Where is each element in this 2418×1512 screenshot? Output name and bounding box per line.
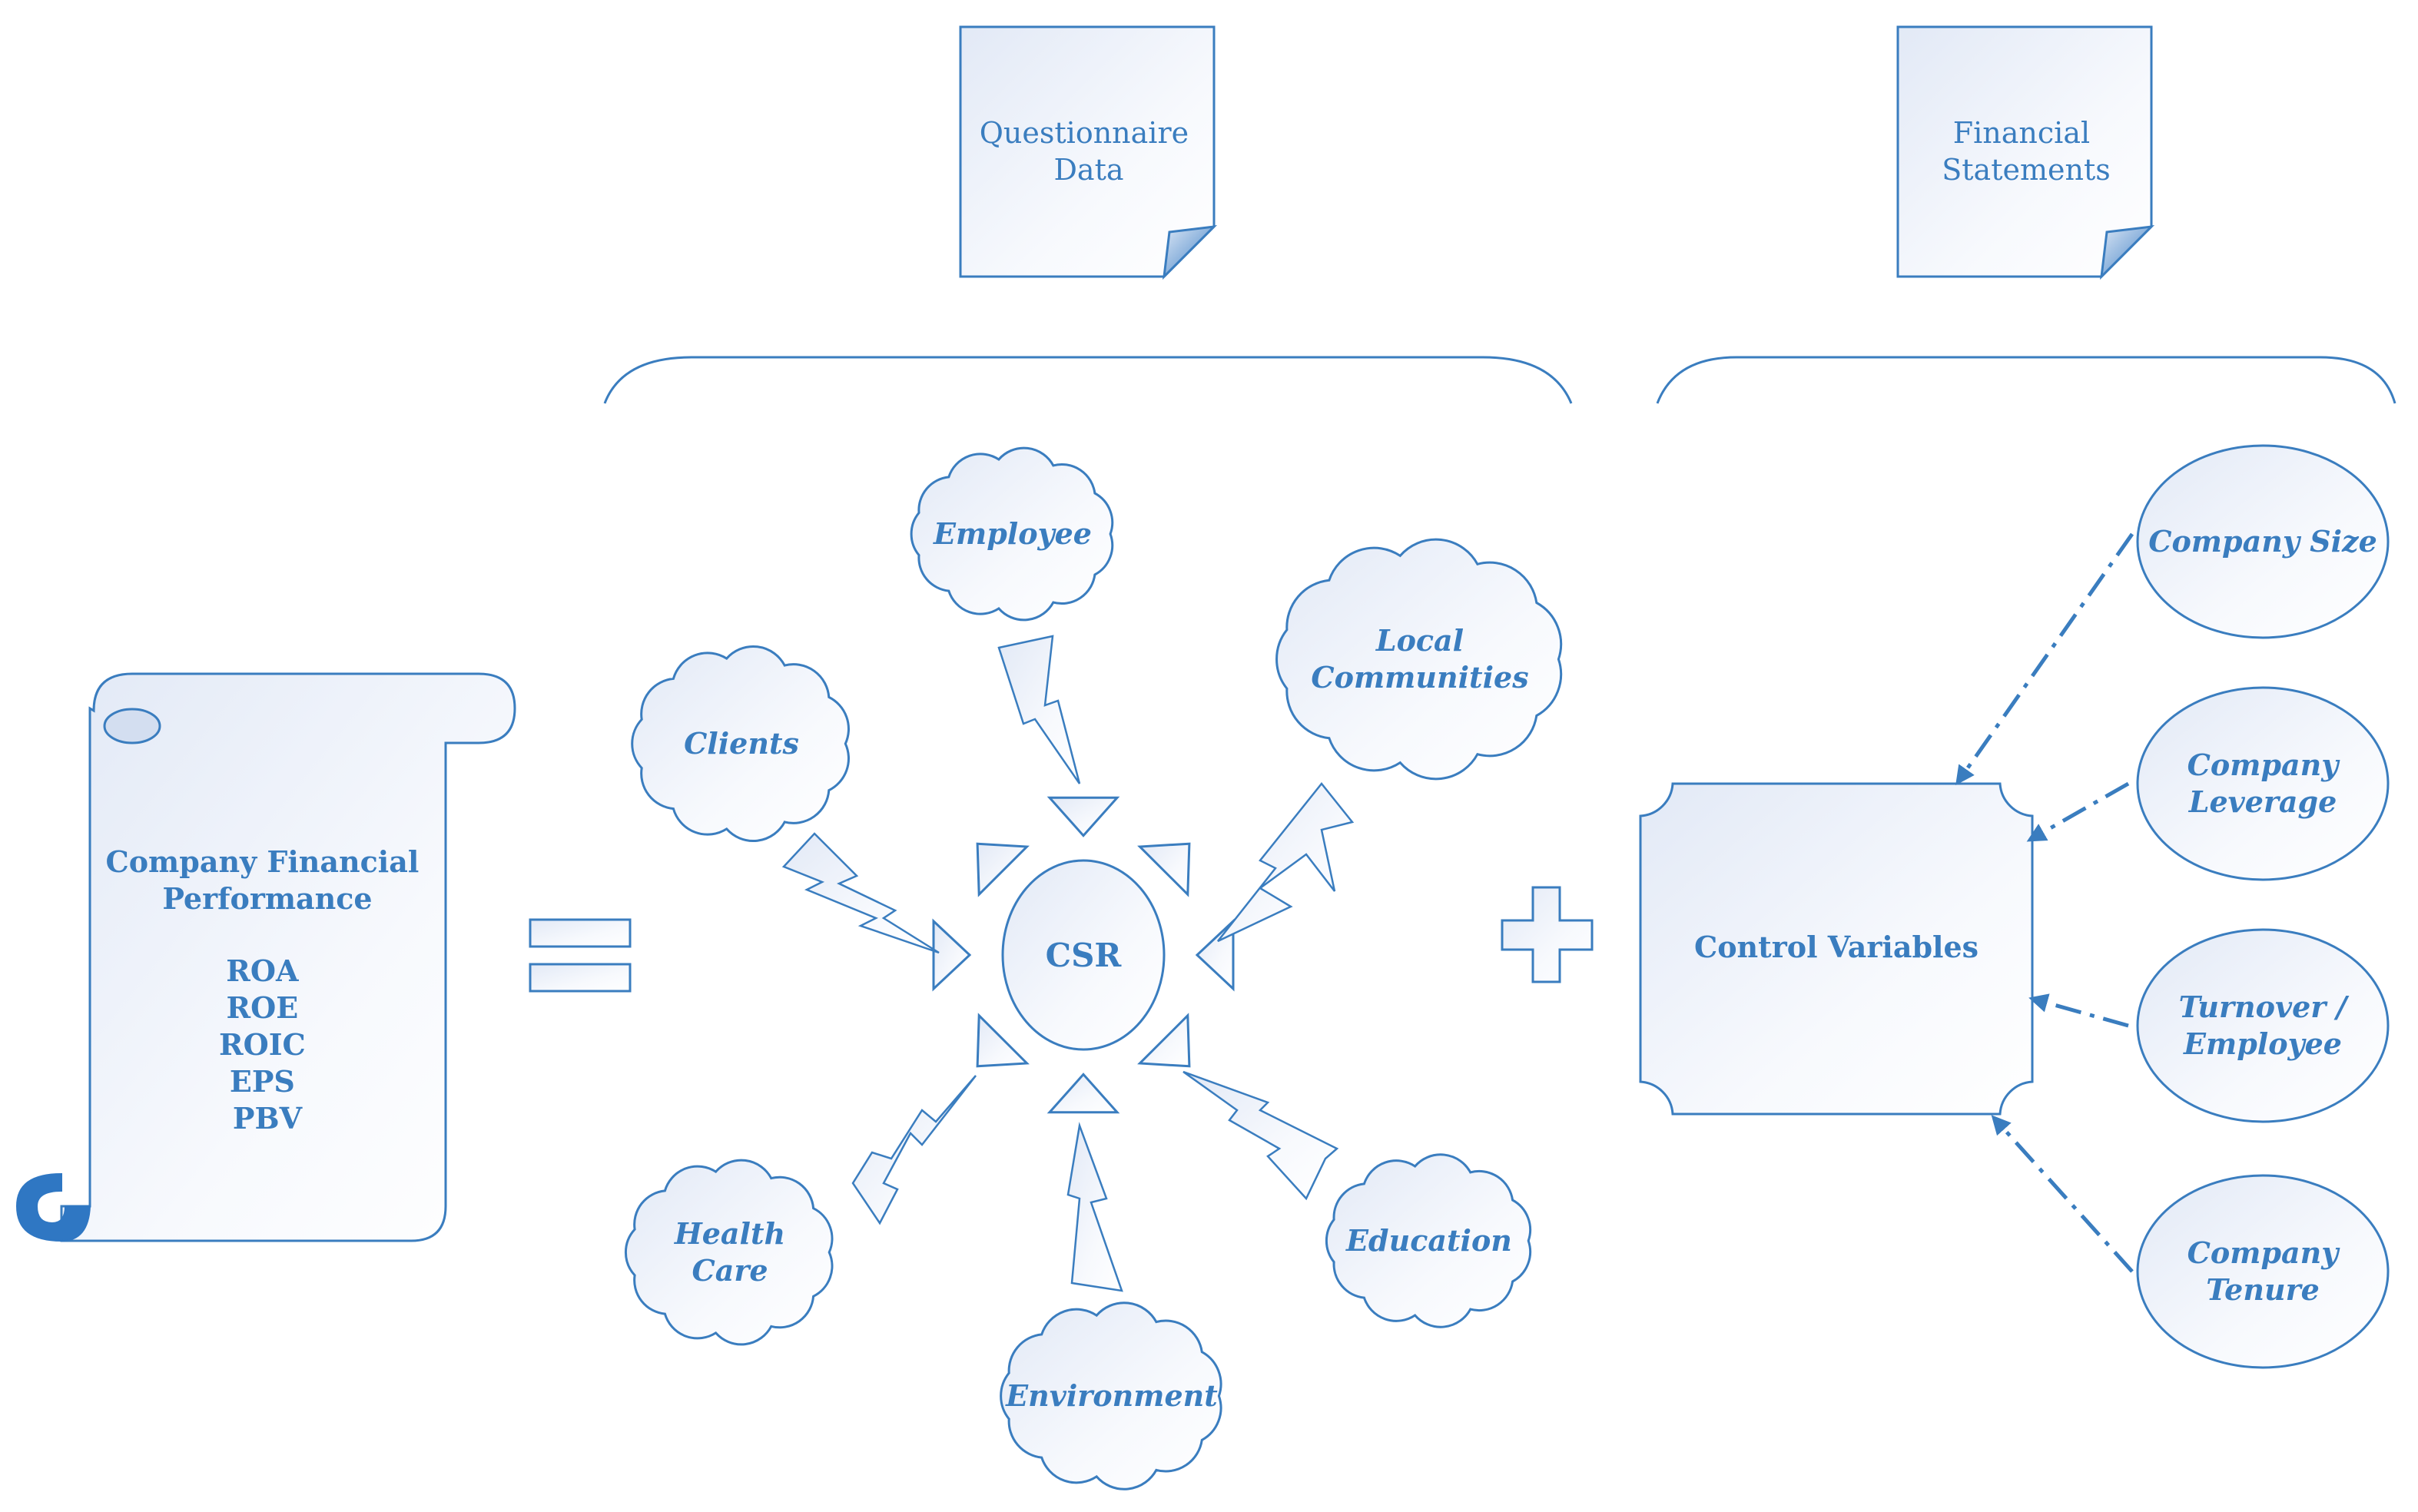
cloud-employee: Employee xyxy=(910,446,1114,622)
lightning-bolt-icon xyxy=(1217,781,1355,943)
education-label: Education xyxy=(1345,1223,1512,1258)
dash-dot-arrow-icon xyxy=(1955,532,2134,786)
scroll-top-roll xyxy=(103,708,161,744)
cloud-icon xyxy=(1000,1301,1222,1490)
csr-label: CSR xyxy=(1046,937,1123,974)
financial-statements-document: Financial Statements xyxy=(1896,25,2155,280)
lightning-bolt-icon xyxy=(997,635,1081,784)
control-arrows xyxy=(1955,532,2134,1273)
lightning-bolt-icon xyxy=(1182,1070,1339,1201)
oval-icon xyxy=(2136,928,2390,1123)
oval-icon xyxy=(2136,1174,2390,1369)
turnover-employee-label: Turnover /Employee xyxy=(2179,990,2350,1061)
questionnaire-document: Questionnaire Data xyxy=(959,25,1218,280)
plus-sign-icon xyxy=(1501,886,1594,983)
control-variables-title: Control Variables xyxy=(1694,930,1979,964)
sun-ray-icon xyxy=(1046,1073,1120,1114)
dash-dot-arrow-icon xyxy=(2028,993,2129,1028)
sun-ray-icon xyxy=(1046,796,1120,837)
scroll-bottom-roll xyxy=(15,1172,91,1242)
document-fold xyxy=(2099,224,2155,280)
sun-ray-icon xyxy=(932,918,972,992)
lightning-bolts xyxy=(781,635,1355,1292)
employee-label: Employee xyxy=(933,516,1092,551)
sun-ray-icon xyxy=(1137,842,1191,897)
control-variables-plaque: Control Variables xyxy=(1639,782,2034,1116)
clients-label: Clients xyxy=(684,726,799,761)
dash-dot-arrow-icon xyxy=(1991,1115,2134,1273)
cloud-environment: Environment xyxy=(1000,1301,1222,1490)
cloud-icon xyxy=(1275,538,1563,781)
sun-ray-icon xyxy=(976,1013,1030,1068)
cloud-icon xyxy=(624,1159,834,1346)
oval-turnover-employee: Turnover /Employee xyxy=(2136,928,2390,1123)
performance-metrics: ROA ROE ROIC EPS PBV xyxy=(219,953,316,1136)
document-fold xyxy=(1162,224,1218,280)
financial-brace xyxy=(1656,356,2396,404)
equals-sign-icon xyxy=(529,918,632,993)
cloud-clients: Clients xyxy=(631,645,850,843)
financial-performance-scroll: Company Financial Performance ROA ROE RO… xyxy=(15,672,516,1242)
lightning-bolt-icon xyxy=(781,832,940,954)
dash-dot-arrow-icon xyxy=(2026,781,2130,842)
csr-sun: CSR xyxy=(932,796,1235,1114)
lightning-bolt-icon xyxy=(1066,1122,1123,1292)
sun-ray-icon xyxy=(1137,1013,1191,1068)
cloud-icon xyxy=(1325,1153,1532,1328)
financial-statements-label: Financial Statements xyxy=(1942,116,2110,187)
performance-title: Company Financial Performance xyxy=(105,844,429,916)
csr-center-oval xyxy=(1001,859,1166,1051)
plaque-icon xyxy=(1639,782,2034,1116)
questionnaire-label: Questionnaire Data xyxy=(980,116,1198,187)
questionnaire-brace xyxy=(603,356,1573,404)
cloud-icon xyxy=(631,645,850,843)
environment-label: Environment xyxy=(1005,1378,1218,1413)
sun-ray-icon xyxy=(976,842,1030,897)
lightning-bolt-icon xyxy=(851,1075,977,1225)
cloud-education: Education xyxy=(1325,1153,1532,1328)
cloud-icon xyxy=(910,446,1114,622)
company-size-label: Company Size xyxy=(2148,524,2377,559)
scroll-icon xyxy=(60,672,516,1242)
oval-icon xyxy=(2136,686,2390,881)
sun-icon xyxy=(932,796,1235,1114)
oval-company-size: Company Size xyxy=(2136,444,2390,639)
oval-icon xyxy=(2136,444,2390,639)
